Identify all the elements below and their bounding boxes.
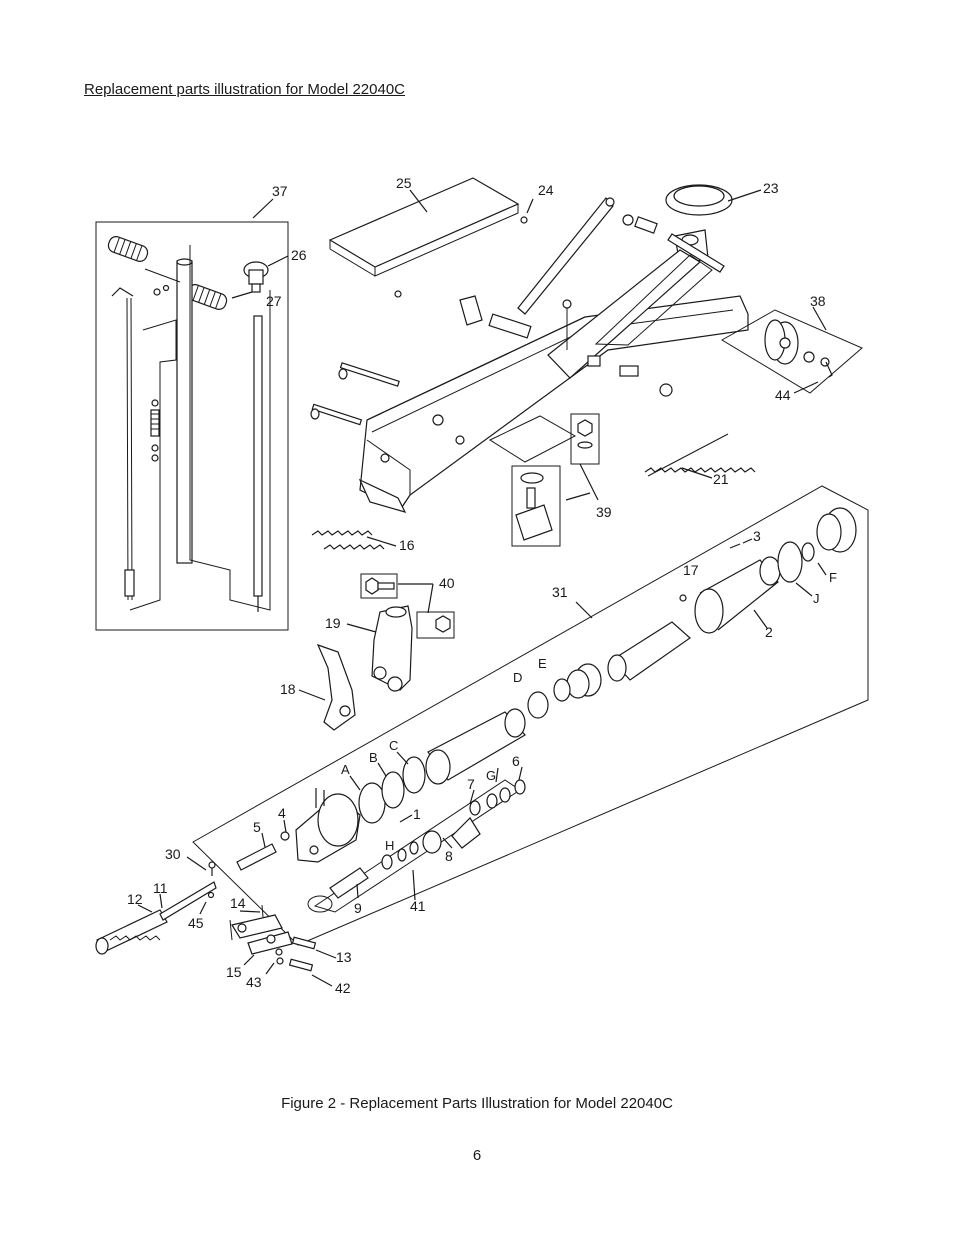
callout-42: 42	[335, 980, 351, 996]
callout-45: 45	[188, 915, 204, 931]
callout-J: J	[813, 591, 820, 606]
hydraulic-unit-group	[192, 485, 869, 946]
callout-4: 4	[278, 805, 286, 821]
callout-43: 43	[246, 974, 262, 990]
page-heading: Replacement parts illustration for Model…	[84, 81, 405, 98]
callout-41: 41	[410, 898, 426, 914]
handle-assembly-group	[95, 198, 289, 631]
return-spring-21	[644, 433, 756, 479]
callout-14: 14	[230, 895, 246, 911]
callout-6: 6	[512, 753, 520, 769]
callout-8: 8	[445, 848, 453, 864]
callout-40: 40	[439, 575, 455, 591]
callout-16: 16	[399, 537, 415, 553]
callout-15: 15	[226, 964, 242, 980]
callout-B: B	[369, 750, 378, 765]
callout-1: 1	[413, 806, 421, 822]
callout-24: 24	[538, 182, 554, 198]
figure-caption: Figure 2 - Replacement Parts Illustratio…	[281, 1095, 673, 1112]
callout-9: 9	[354, 900, 362, 916]
callout-3: 3	[753, 528, 761, 544]
page-number: 6	[472, 1147, 482, 1164]
callout-F: F	[829, 570, 837, 585]
callout-G: G	[486, 768, 496, 783]
callout-37: 37	[272, 183, 288, 199]
callout-labels: 37 25 24 23 26 27 38 44 21 39 16 40 19 1…	[127, 175, 837, 996]
callout-21: 21	[713, 471, 729, 487]
top-cover-plate	[328, 177, 534, 298]
callout-7: 7	[467, 776, 475, 792]
callout-A: A	[341, 762, 350, 777]
front-wheel-group	[721, 306, 863, 394]
callout-25: 25	[396, 175, 412, 191]
yoke-group	[298, 573, 455, 731]
callout-12: 12	[127, 891, 143, 907]
callout-44: 44	[775, 387, 791, 403]
callout-13: 13	[336, 949, 352, 965]
callout-31: 31	[552, 584, 568, 600]
callout-E: E	[538, 656, 547, 671]
callout-17: 17	[683, 562, 699, 578]
callout-39: 39	[596, 504, 612, 520]
callout-26: 26	[291, 247, 307, 263]
callout-H: H	[385, 838, 394, 853]
callout-19: 19	[325, 615, 341, 631]
callout-C: C	[389, 738, 398, 753]
callout-18: 18	[280, 681, 296, 697]
callout-38: 38	[810, 293, 826, 309]
return-springs-16	[311, 530, 397, 550]
callout-23: 23	[763, 180, 779, 196]
callout-5: 5	[253, 819, 261, 835]
callout-2: 2	[765, 624, 773, 640]
callout-30: 30	[165, 846, 181, 862]
caster-group	[488, 413, 600, 547]
jack-frame	[310, 197, 749, 513]
valve-and-link-group	[95, 856, 337, 987]
callout-D: D	[513, 670, 522, 685]
callout-11: 11	[153, 880, 168, 896]
callout-27: 27	[266, 293, 282, 309]
